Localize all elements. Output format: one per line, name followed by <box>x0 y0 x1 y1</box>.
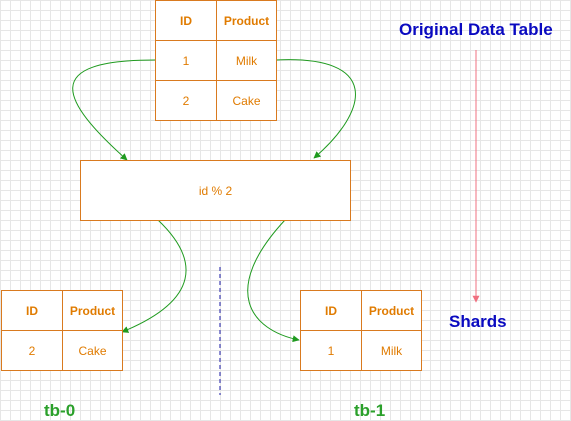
table-header-row: ID Product <box>155 0 277 41</box>
shard-name-tb1: tb-1 <box>354 401 386 420</box>
shard-function-label: id % 2 <box>198 183 233 198</box>
table-row: 1 Milk <box>300 330 422 371</box>
shards-label: Shards <box>449 312 507 331</box>
cell-id: 1 <box>155 40 217 81</box>
original-data-table: ID Product 1 Milk 2 Cake <box>155 0 277 121</box>
table-row: 2 Cake <box>1 330 123 371</box>
header-product: Product <box>361 290 422 331</box>
table-header-row: ID Product <box>300 290 422 331</box>
header-id: ID <box>1 290 63 331</box>
cell-id: 1 <box>300 330 362 371</box>
cell-product: Cake <box>216 80 277 121</box>
table-header-row: ID Product <box>1 290 123 331</box>
cell-id: 2 <box>1 330 63 371</box>
shard-table-tb1: ID Product 1 Milk <box>300 290 422 371</box>
connector-row1-to-function <box>72 59 156 161</box>
cell-product: Milk <box>361 330 422 371</box>
header-id: ID <box>300 290 362 331</box>
header-product: Product <box>62 290 123 331</box>
connector-function-to-tb0 <box>121 219 187 333</box>
connector-row1-right-to-function <box>275 59 356 159</box>
cell-id: 2 <box>155 80 217 121</box>
header-id: ID <box>155 0 217 41</box>
table-row: 1 Milk <box>155 40 277 81</box>
shard-name-tb0: tb-0 <box>44 401 76 420</box>
table-row: 2 Cake <box>155 80 277 121</box>
cell-product: Milk <box>216 40 277 81</box>
header-product: Product <box>216 0 277 41</box>
original-data-table-label: Original Data Table <box>399 20 553 39</box>
connector-function-to-tb1 <box>247 219 300 343</box>
shard-table-tb0: ID Product 2 Cake <box>1 290 123 371</box>
shard-function-box: id % 2 <box>80 160 351 221</box>
cell-product: Cake <box>62 330 123 371</box>
